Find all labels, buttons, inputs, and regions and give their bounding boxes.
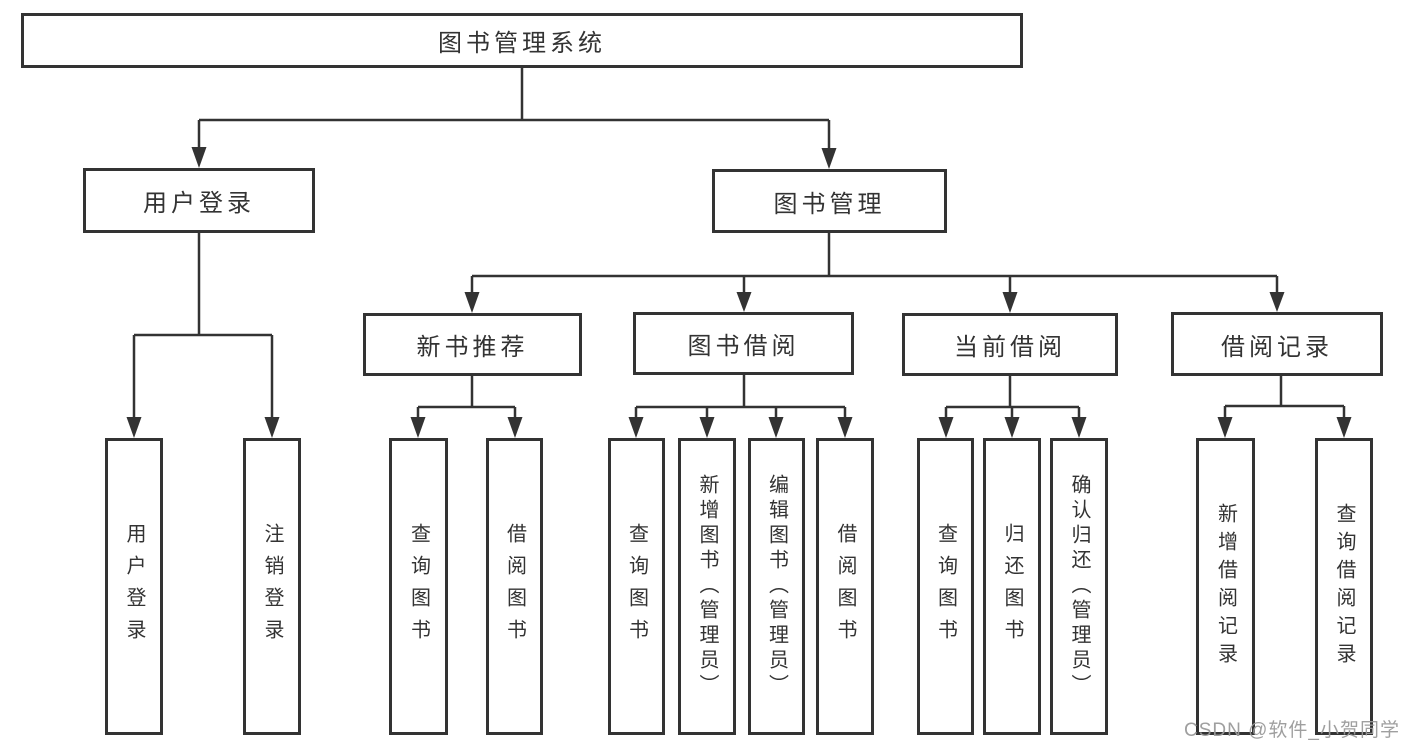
leaf-confirm-return-admin-label: 确认归还（管理员） xyxy=(1068,474,1090,699)
leaf-query-books-current: 查询图书 xyxy=(917,438,974,735)
leaf-confirm-return-admin: 确认归还（管理员） xyxy=(1050,438,1108,735)
node-current-borrowing: 当前借阅 xyxy=(902,313,1118,376)
leaf-borrow-books: 借阅图书 xyxy=(816,438,874,735)
leaf-query-books-current-label: 查询图书 xyxy=(934,522,957,651)
leaf-add-borrow-record-label: 新增借阅记录 xyxy=(1214,502,1237,671)
leaf-add-borrow-record: 新增借阅记录 xyxy=(1196,438,1255,735)
leaf-add-books-admin-label: 新增图书（管理员） xyxy=(696,474,718,699)
leaf-user-login: 用户登录 xyxy=(105,438,163,735)
watermark-text: CSDN @软件_小贺同学 xyxy=(1184,720,1400,741)
leaf-return-books-label: 归还图书 xyxy=(1001,522,1023,651)
leaf-query-books-borrow-label: 查询图书 xyxy=(625,522,648,651)
leaf-query-borrow-record-label: 查询借阅记录 xyxy=(1333,502,1355,671)
leaf-add-books-admin: 新增图书（管理员） xyxy=(678,438,736,735)
leaf-return-books: 归还图书 xyxy=(983,438,1041,735)
node-borrowing-records: 借阅记录 xyxy=(1171,312,1383,376)
leaf-edit-books-admin: 编辑图书（管理员） xyxy=(748,438,805,735)
leaf-logout-login-label: 注销登录 xyxy=(261,522,283,651)
leaf-query-books-recommend: 查询图书 xyxy=(389,438,448,735)
leaf-query-books-borrow: 查询图书 xyxy=(608,438,665,735)
leaf-edit-books-admin-label: 编辑图书（管理员） xyxy=(765,474,788,699)
leaf-query-books-recommend-label: 查询图书 xyxy=(407,522,430,651)
node-book-management: 图书管理 xyxy=(712,169,947,233)
leaf-borrow-books-recommend: 借阅图书 xyxy=(486,438,543,735)
leaf-query-borrow-record: 查询借阅记录 xyxy=(1315,438,1373,735)
leaf-user-login-label: 用户登录 xyxy=(123,522,145,651)
node-new-book-recommendation: 新书推荐 xyxy=(363,313,582,376)
node-user-login: 用户登录 xyxy=(83,168,315,233)
leaf-borrow-books-label: 借阅图书 xyxy=(834,522,856,651)
node-library-management-system: 图书管理系统 xyxy=(21,13,1023,68)
leaf-borrow-books-recommend-label: 借阅图书 xyxy=(503,522,526,651)
leaf-logout-login: 注销登录 xyxy=(243,438,301,735)
node-book-borrowing: 图书借阅 xyxy=(633,312,854,375)
